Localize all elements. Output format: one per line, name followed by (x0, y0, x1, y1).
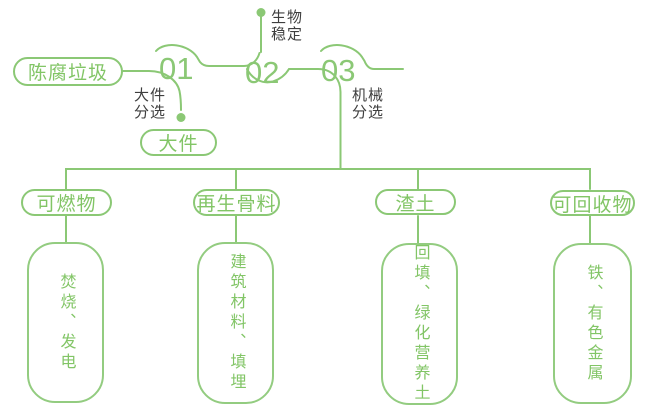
category-label: 可燃物 (36, 194, 97, 215)
line-source-to-step1 (122, 70, 182, 111)
box-detail-recyclable: 铁、有色金属 (553, 243, 632, 404)
detail-text: 回填、绿化营养土 (411, 244, 429, 404)
node-large-item: 大件 (140, 129, 217, 156)
detail-text: 铁、有色金属 (584, 263, 602, 384)
label-step2-line2: 稳定 (271, 26, 304, 43)
label-step1-line1: 大件 (134, 87, 167, 104)
label-step3: 机械 分选 (352, 87, 384, 121)
branch-bus (65, 168, 591, 190)
category-label: 渣土 (395, 193, 436, 215)
label-step1-line2: 分选 (134, 104, 167, 121)
detail-text: 建筑材料、填埋 (227, 253, 245, 393)
node-source-label: 陈腐垃圾 (27, 63, 108, 84)
node-category-slag-soil: 渣土 (375, 189, 456, 215)
category-label: 再生骨料 (196, 194, 277, 215)
label-step3-line1: 机械 (352, 87, 385, 104)
box-detail-recycled-aggregate: 建筑材料、填埋 (197, 242, 274, 404)
step-number-01: 01 (159, 51, 194, 86)
label-step3-line2: 分选 (352, 104, 385, 121)
node-large-item-label: 大件 (158, 134, 199, 155)
node-category-recyclable: 可回收物 (550, 190, 635, 216)
label-step2-line1: 生物 (271, 9, 304, 26)
box-detail-combustible: 焚烧、发电 (27, 242, 104, 403)
line-step2-to-step3 (246, 68, 342, 170)
node-source: 陈腐垃圾 (13, 57, 123, 86)
dot-bio-stable-branch (256, 8, 266, 17)
box-detail-slag-soil: 回填、绿化营养土 (381, 243, 458, 405)
label-step2: 生物 稳定 (271, 9, 303, 43)
node-category-recycled-aggregate: 再生骨料 (193, 189, 280, 216)
label-step1: 大件 分选 (134, 87, 166, 121)
dot-large-item-branch (176, 113, 186, 122)
detail-text: 焚烧、发电 (57, 272, 75, 373)
step-number-03: 03 (321, 53, 356, 88)
arc-over-step3 (320, 44, 404, 70)
category-label: 可回收物 (552, 194, 633, 216)
step-number-02: 02 (245, 55, 280, 90)
arc-over-step1 (155, 44, 261, 67)
node-category-combustible: 可燃物 (21, 189, 112, 216)
